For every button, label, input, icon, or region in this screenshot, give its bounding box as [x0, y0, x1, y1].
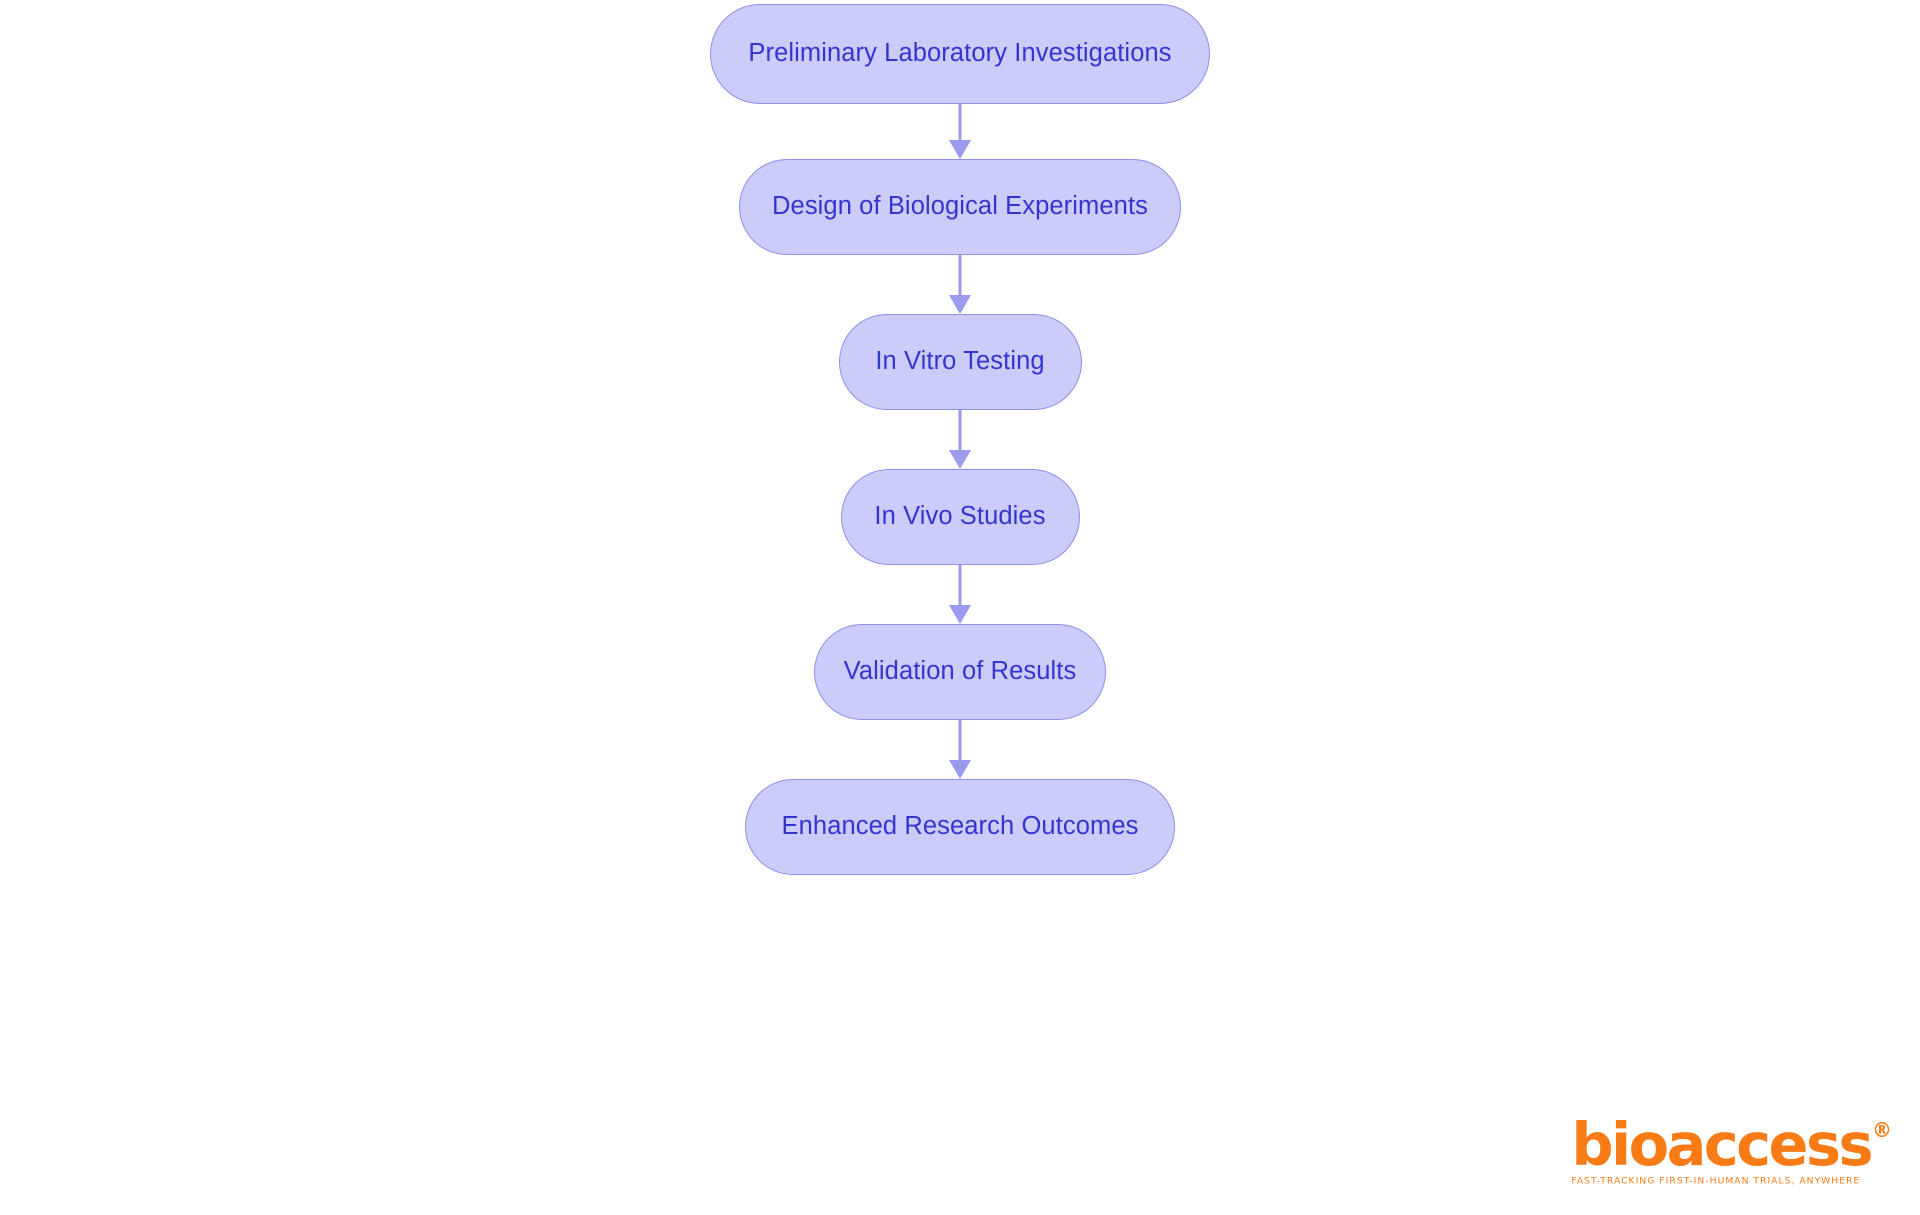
- connector-line: [958, 104, 962, 142]
- flow-node-label: In Vivo Studies: [874, 502, 1046, 531]
- flow-node-preliminary-laboratory-investigations[interactable]: Preliminary Laboratory Investigations: [710, 4, 1210, 104]
- arrow-down-icon: [949, 295, 971, 314]
- flow-node-label: Design of Biological Experiments: [772, 192, 1148, 221]
- arrow-down-icon: [949, 760, 971, 779]
- arrow-down-icon: [949, 450, 971, 469]
- flow-node-label: Enhanced Research Outcomes: [781, 812, 1139, 841]
- connector-line: [958, 720, 962, 762]
- flow-connector-arrow-1: [930, 104, 990, 159]
- flow-node-in-vivo-studies[interactable]: In Vivo Studies: [840, 469, 1080, 565]
- flow-node-validation-of-results[interactable]: Validation of Results: [814, 624, 1106, 720]
- arrow-down-icon: [949, 140, 971, 159]
- connector-line: [958, 255, 962, 297]
- logo-wordmark-row: bioaccess ®: [1571, 1109, 1892, 1179]
- connector-line: [958, 565, 962, 607]
- flow-node-in-vitro-testing[interactable]: In Vitro Testing: [838, 314, 1082, 410]
- flow-node-label: Validation of Results: [843, 657, 1077, 686]
- arrow-down-icon: [949, 605, 971, 624]
- flow-connector-arrow-3: [930, 410, 990, 469]
- flow-node-label: Preliminary Laboratory Investigations: [748, 39, 1172, 68]
- flow-connector-arrow-2: [930, 255, 990, 314]
- logo-tagline: FAST-TRACKING FIRST-IN-HUMAN TRIALS, ANY…: [1571, 1176, 1861, 1187]
- flow-node-design-of-biological-experiments[interactable]: Design of Biological Experiments: [739, 159, 1181, 255]
- bioaccess-logo: bioaccess ® FAST-TRACKING FIRST-IN-HUMAN…: [1571, 1109, 1892, 1187]
- registered-trademark-icon: ®: [1872, 1117, 1892, 1142]
- flow-connector-arrow-4: [930, 565, 990, 624]
- flow-node-label: In Vitro Testing: [875, 347, 1045, 376]
- logo-wordmark-text: bioaccess: [1571, 1109, 1873, 1179]
- flow-node-enhanced-research-outcomes[interactable]: Enhanced Research Outcomes: [745, 779, 1175, 875]
- flow-connector-arrow-5: [930, 720, 990, 779]
- flowchart-node-stack: Preliminary Laboratory Investigations De…: [710, 4, 1210, 875]
- connector-line: [958, 410, 962, 452]
